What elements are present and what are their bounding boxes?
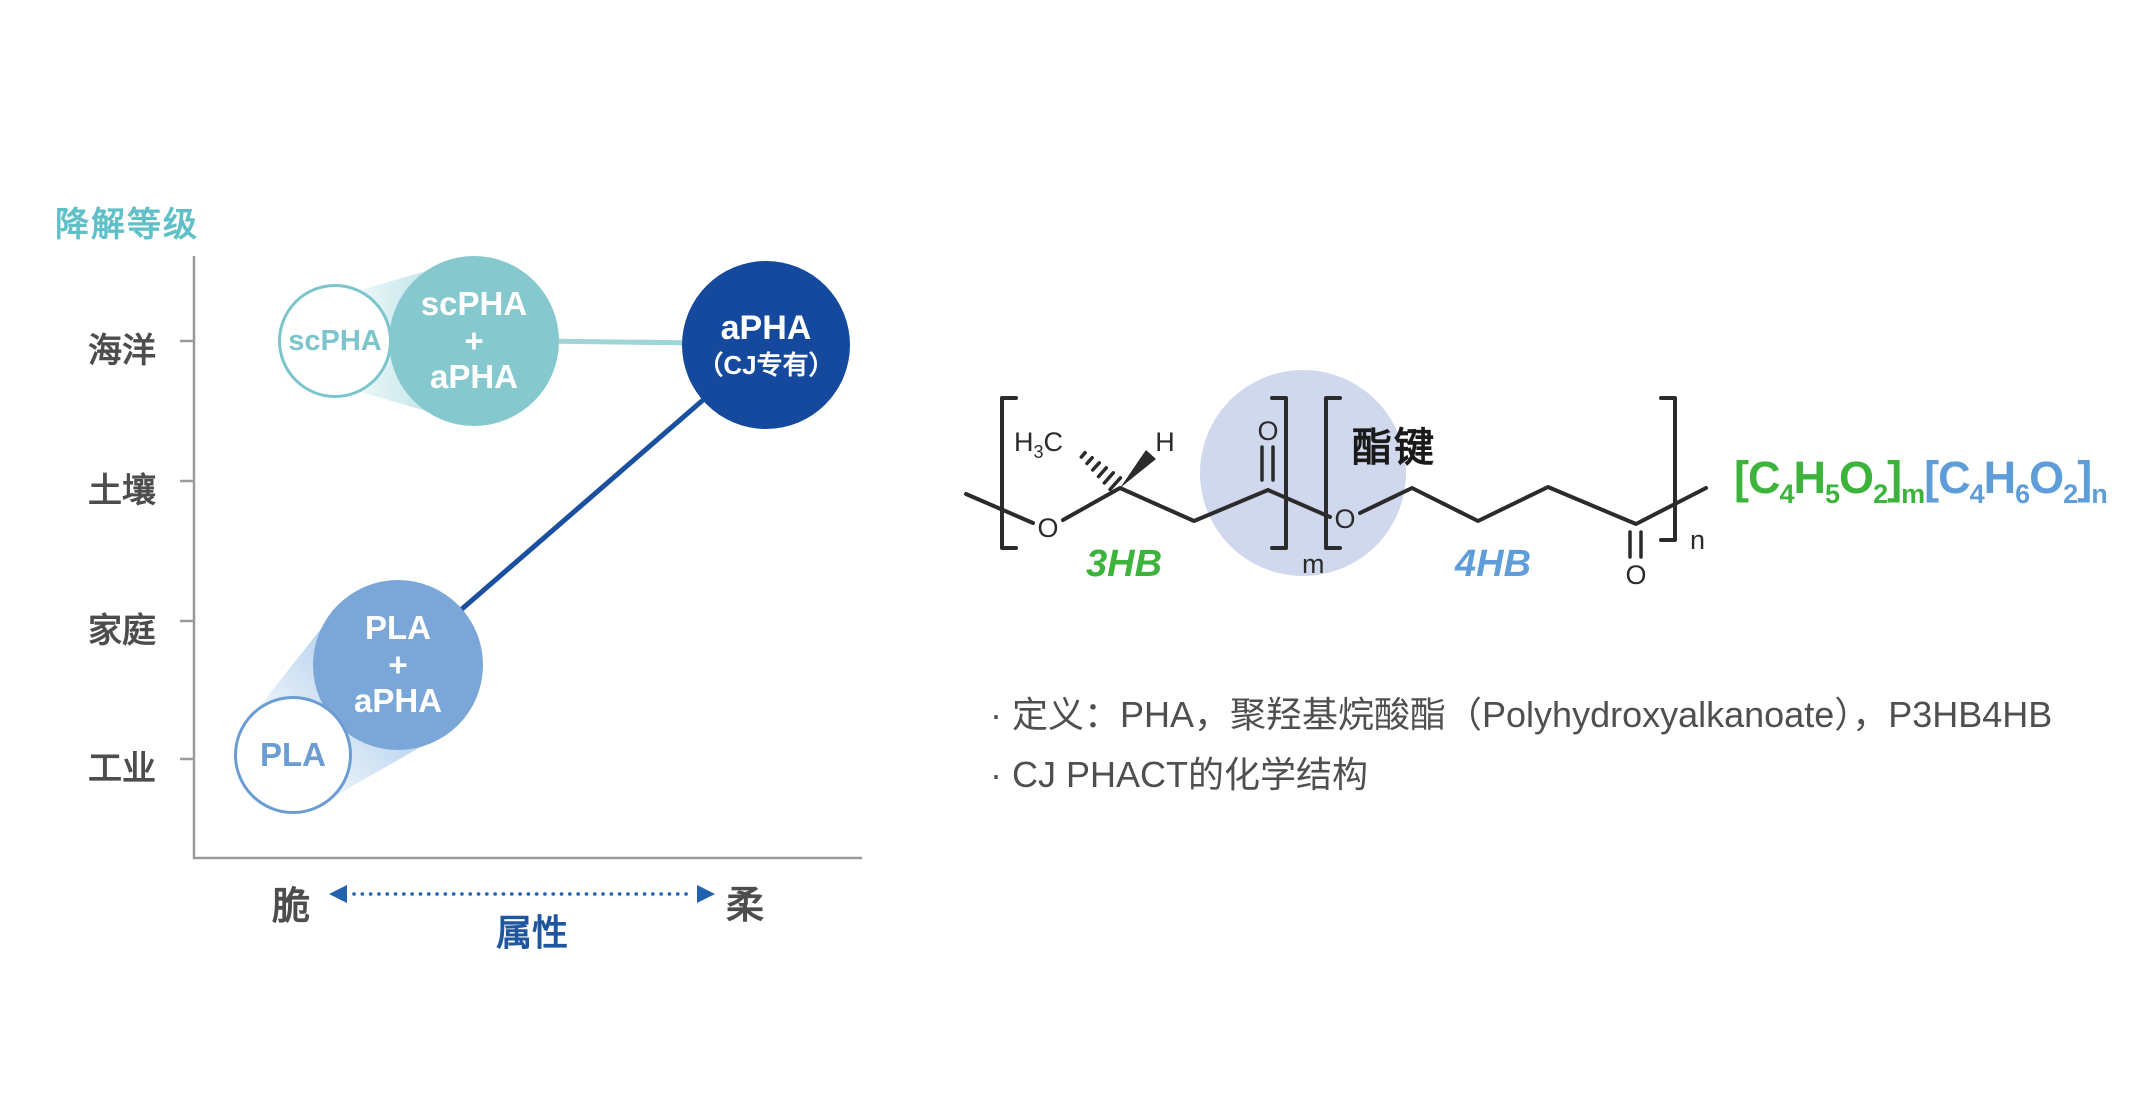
ester-bond-label: 酯键 [1352,426,1436,470]
atom-h3c: H3C [1014,427,1063,462]
y-label-soil: 土壤 [88,472,156,510]
bubble-scpha-apha-line2: + [464,321,484,359]
bubble-pla-apha-line1: PLA [365,608,431,646]
formula-3hb-part: [C4H5O2]m [1734,452,1925,509]
y-label-home: 家庭 [88,612,156,650]
page-title: 降解等级 [55,206,199,244]
bubble-pla-label: PLA [260,735,326,773]
structure-note: · CJ PHACT的化学结构 [990,754,1369,795]
chemical-formula: [C4H5O2]m[C4H6O2]n [1734,452,2108,509]
bonds-3hb-chain [1061,486,1332,523]
x-label-soft: 柔 [726,885,765,927]
atom-o1: O [1037,513,1058,543]
formula-4hb-part: [C4H6O2]n [1924,452,2108,509]
bubble-apha-cj-line1: aPHA [720,309,812,348]
atom-o3: O [1334,504,1355,534]
x-label-brittle: 脆 [272,886,311,928]
atom-o4: O [1625,560,1646,590]
x-axis-title: 属性 [495,912,568,953]
connector-teal-line [539,338,701,346]
bracket-open-2 [1324,396,1342,550]
atom-h: H [1155,427,1175,457]
bonds-4hb-chain [1358,485,1708,526]
y-label-industrial: 工业 [88,750,156,788]
repeat-subscript-m: m [1302,549,1325,579]
bubble-pla: PLA [234,696,352,814]
carbonyl-double-bond-4hb [1628,530,1643,559]
atom-o2: O [1257,416,1278,446]
chart-axes [192,256,862,860]
y-label-ocean: 海洋 [88,332,156,370]
bracket-close-m [1270,396,1288,550]
bracket-open-1 [1000,396,1018,550]
solid-wedge-bond [1120,450,1156,488]
connector-navy-line [453,398,705,617]
arrow-left-icon [329,885,347,903]
repeat-subscript-n: n [1690,525,1705,555]
carbonyl-double-bond-3hb [1260,445,1275,482]
hashed-wedge-bond [1079,450,1123,492]
ester-bond-highlight-circle [1200,370,1406,576]
bracket-close-n [1659,396,1677,542]
arrow-right-icon [697,885,715,903]
y-axis-ticks [180,339,193,761]
bubble-pla-apha-line2: + [388,645,408,683]
bubble-apha-cj: aPHA （CJ专有） [682,261,850,429]
chemical-structure [964,396,1708,559]
bond-left-tail [964,492,1035,525]
unit-4hb-label: 4HB [1455,543,1532,585]
bubble-scpha-label: scPHA [288,324,382,357]
unit-3hb-label: 3HB [1086,543,1163,585]
bubble-apha-cj-line2: （CJ专有） [697,350,835,381]
definition-note: · 定义：PHA，聚羟基烷酸酯（Polyhydroxyalkanoate），P3… [990,694,2053,735]
bubble-pla-apha-line3: aPHA [353,682,443,720]
bubble-scpha-apha-line1: scPHA [420,284,528,322]
bubble-scpha: scPHA [278,284,392,398]
bubble-scpha-apha: scPHA + aPHA [389,256,559,426]
bubble-scpha-apha-line3: aPHA [429,358,519,396]
property-arrow [329,885,715,903]
